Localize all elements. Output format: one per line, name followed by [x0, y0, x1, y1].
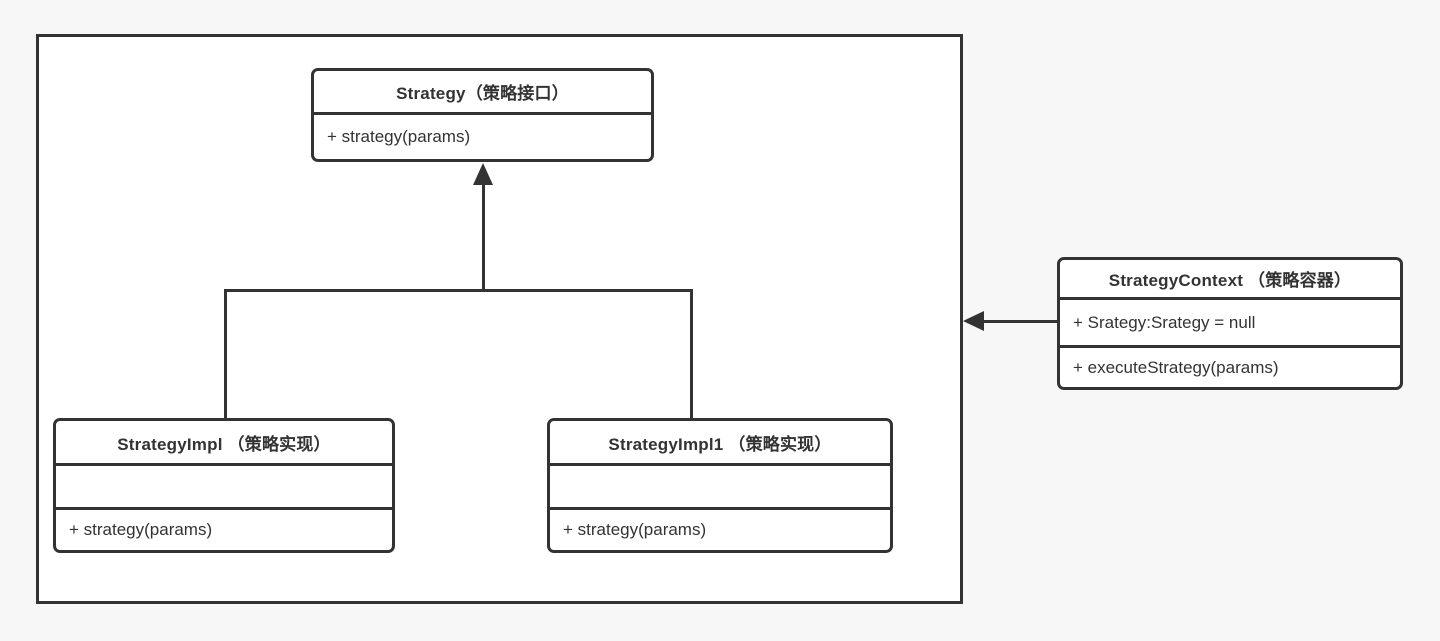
generalization-line-horizontal: [224, 289, 693, 292]
association-arrowhead-icon: [963, 311, 984, 331]
generalization-line-right-branch: [690, 289, 693, 418]
class-method-strategy: + strategy(params): [327, 127, 471, 146]
association-line-context: [978, 320, 1057, 323]
class-method-strategyimpl: + strategy(params): [69, 519, 213, 539]
class-title-strategyimpl: StrategyImpl （策略实现）: [56, 421, 392, 466]
class-method-strategyimpl1: + strategy(params): [563, 519, 707, 539]
class-box-strategy: Strategy（策略接口） + strategy(params): [311, 68, 654, 162]
class-method-strategycontext: + executeStrategy(params): [1073, 357, 1279, 377]
class-title-strategyimpl1: StrategyImpl1 （策略实现）: [550, 421, 890, 466]
class-box-strategyimpl1: StrategyImpl1 （策略实现） + strategy(params): [547, 418, 893, 553]
inheritance-arrowhead-icon: [473, 163, 493, 185]
generalization-line-left-branch: [224, 289, 227, 418]
class-box-strategycontext: StrategyContext （策略容器） + Srategy:Srategy…: [1057, 257, 1403, 390]
class-field-strategycontext: + Srategy:Srategy = null: [1060, 300, 1400, 348]
class-title-strategy: Strategy（策略接口）: [314, 71, 651, 115]
class-title-strategycontext: StrategyContext （策略容器）: [1060, 260, 1400, 300]
class-fields-strategyimpl: [56, 466, 392, 510]
generalization-line-vertical: [482, 172, 485, 292]
class-fields-strategyimpl1: [550, 466, 890, 510]
class-box-strategyimpl: StrategyImpl （策略实现） + strategy(params): [53, 418, 395, 553]
